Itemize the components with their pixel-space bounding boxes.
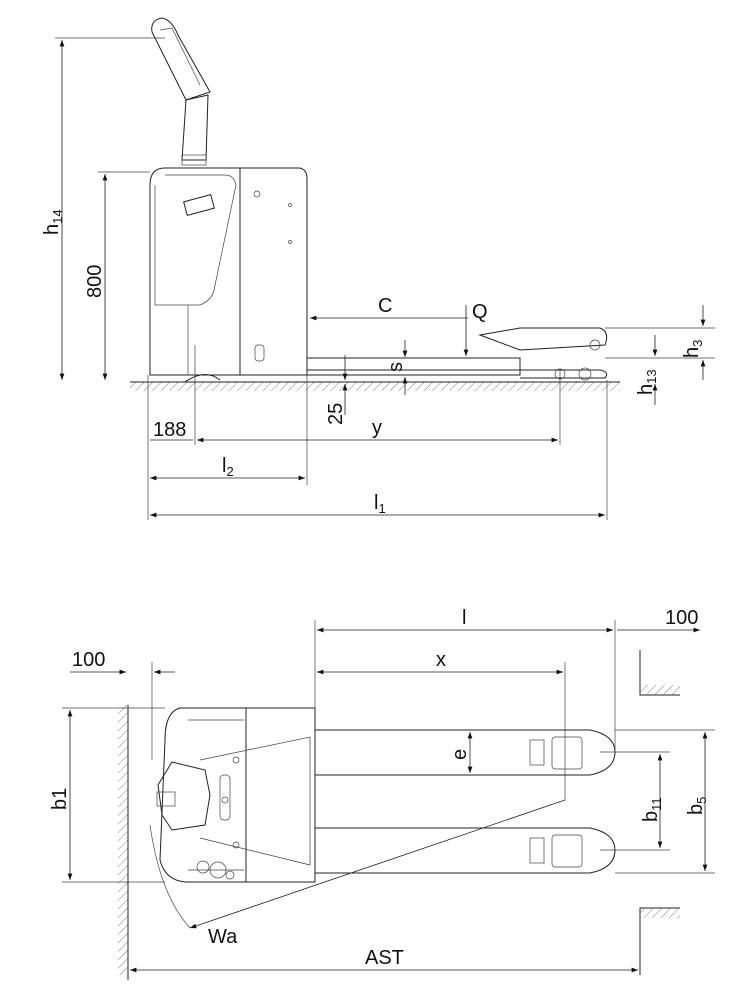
side-view: h14 800 C Q s 25 h3 h13 188 y l2: [41, 17, 715, 520]
label-h13: h13: [635, 369, 659, 395]
label-l: l: [462, 607, 466, 629]
label-800: 800: [84, 265, 106, 298]
label-b1: b1: [49, 788, 71, 810]
wall-right-bottom: [640, 908, 680, 918]
label-25: 25: [325, 403, 347, 425]
label-x: x: [436, 649, 446, 671]
tiller-handle: [151, 17, 211, 166]
wall-left: [118, 705, 128, 975]
label-y: y: [372, 417, 382, 439]
ground-hatch: [130, 382, 620, 391]
label-e: e: [449, 749, 471, 760]
forks-side: [307, 327, 608, 381]
display-panel: [183, 194, 215, 216]
tiller-head: [157, 761, 211, 831]
label-100-left: 100: [72, 649, 105, 671]
label-b11: b11: [640, 797, 664, 822]
label-l2: l2: [222, 455, 234, 479]
truck-body-side: [149, 167, 308, 383]
label-188: 188: [153, 419, 186, 441]
label-Wa: Wa: [208, 926, 238, 948]
label-C: C: [378, 295, 392, 317]
label-l1: l1: [374, 492, 386, 516]
label-s: s: [385, 362, 407, 372]
drive-wheel: [184, 374, 221, 383]
raised-fork: [478, 327, 608, 351]
label-100-right: 100: [665, 607, 698, 629]
label-Q: Q: [472, 301, 488, 323]
load-wheel-lower: [551, 834, 583, 868]
label-h14: h14: [41, 209, 65, 235]
label-h3: h3: [681, 340, 705, 358]
dim-line-Wa: [189, 799, 566, 929]
top-view: l 100 x 100 e b1 b11 b5 Wa AST: [49, 607, 715, 980]
wall-right-top: [640, 685, 680, 695]
label-b5: b5: [685, 797, 709, 815]
truck-body-top: [156, 707, 316, 883]
load-wheel-upper: [551, 736, 583, 770]
label-AST: AST: [365, 947, 404, 969]
